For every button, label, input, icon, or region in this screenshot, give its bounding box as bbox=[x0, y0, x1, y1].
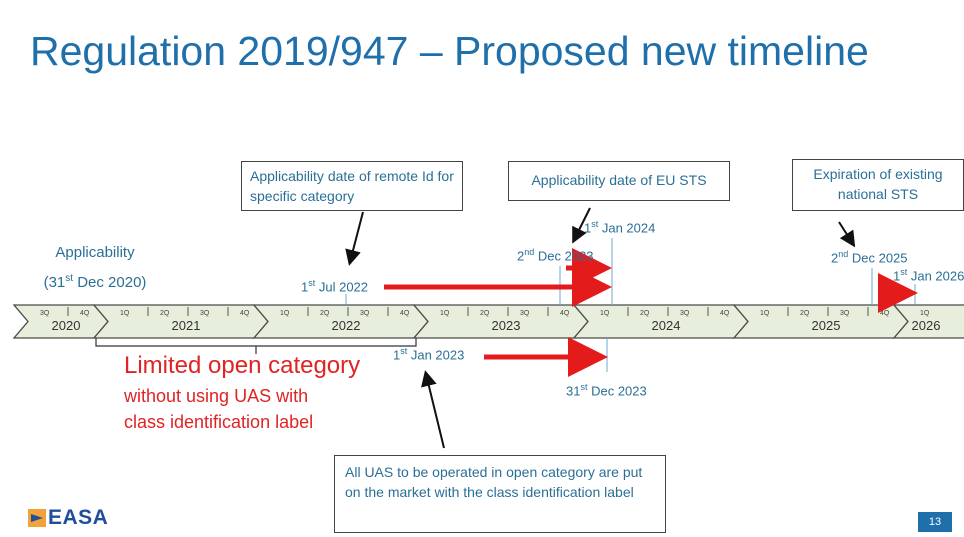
quarter-label: 3Q bbox=[840, 310, 850, 317]
applicability-text: Applicability bbox=[55, 244, 135, 261]
limited-open-brace bbox=[95, 338, 417, 354]
dec2023-31st-label: 31st Dec 2023 bbox=[566, 382, 647, 399]
quarter-label: 2Q bbox=[480, 310, 490, 317]
quarter-label: 3Q bbox=[200, 310, 210, 317]
quarter-label: 1Q bbox=[280, 310, 290, 317]
easa-logo-text: EASA bbox=[48, 506, 109, 529]
quarter-label: 3Q bbox=[360, 310, 370, 317]
year-label-2021: 2021 bbox=[172, 318, 201, 333]
limited-open-line3: class identification label bbox=[124, 412, 314, 432]
quarter-label: 3Q bbox=[520, 310, 530, 317]
year-label-2026: 2026 bbox=[912, 318, 941, 333]
eu-sts-callout: Applicability date of EU STS bbox=[508, 161, 730, 201]
year-label-2020: 2020 bbox=[52, 318, 81, 333]
quarter-label: 1Q bbox=[760, 310, 770, 317]
quarter-label: 2Q bbox=[640, 310, 650, 317]
quarter-label: 2Q bbox=[320, 310, 330, 317]
slide-title: Regulation 2019/947 – Proposed new timel… bbox=[30, 28, 869, 74]
national-sts-pointer bbox=[838, 221, 856, 248]
year-label-2025: 2025 bbox=[812, 318, 841, 333]
applicability-date: (31st Dec 2020) bbox=[43, 273, 147, 291]
jan2026-label: 1st Jan 2026 bbox=[893, 267, 964, 284]
remote-id-pointer bbox=[345, 211, 364, 266]
national-sts-callout: Expiration of existing national STS bbox=[792, 159, 964, 211]
year-label-2022: 2022 bbox=[332, 318, 361, 333]
quarter-label: 4Q bbox=[560, 310, 570, 317]
quarter-label: 1Q bbox=[920, 310, 930, 317]
easa-logo-icon bbox=[28, 509, 46, 527]
quarter-label: 1Q bbox=[600, 310, 610, 317]
easa-logo: EASA bbox=[28, 506, 108, 530]
dec2023-2nd-label: 2nd Dec 2023 bbox=[517, 247, 594, 264]
jul2022-label: 1st Jul 2022 bbox=[301, 278, 369, 295]
quarter-label: 2Q bbox=[800, 310, 810, 317]
quarter-label: 1Q bbox=[440, 310, 450, 317]
quarter-label: 1Q bbox=[120, 310, 130, 317]
year-label-2024: 2024 bbox=[652, 318, 681, 333]
quarter-label: 4Q bbox=[240, 310, 250, 317]
quarter-label: 4Q bbox=[80, 310, 90, 317]
quarter-label: 4Q bbox=[720, 310, 730, 317]
open-category-pointer bbox=[421, 370, 445, 449]
dec2025-label: 2nd Dec 2025 bbox=[831, 249, 908, 266]
quarter-label: 3Q bbox=[680, 310, 690, 317]
quarter-label: 4Q bbox=[400, 310, 410, 317]
limited-open-line2: without using UAS with bbox=[124, 386, 309, 406]
limited-open-heading: Limited open category bbox=[124, 352, 361, 379]
year-label-2023: 2023 bbox=[492, 318, 521, 333]
jan2024-label: 1st Jan 2024 bbox=[584, 219, 656, 236]
year-chevron-2026 bbox=[892, 304, 964, 339]
jan2023-label: 1st Jan 2023 bbox=[393, 346, 465, 363]
quarter-label: 2Q bbox=[160, 310, 170, 317]
remote-id-callout: Applicability date of remote Id for spec… bbox=[241, 161, 463, 211]
eu-sts-pointer bbox=[572, 207, 591, 244]
page-number: 13 bbox=[918, 512, 952, 532]
applicability-label: Applicability (31st Dec 2020) bbox=[36, 240, 154, 296]
quarter-label: 3Q bbox=[40, 310, 50, 317]
open-category-callout: All UAS to be operated in open category … bbox=[334, 455, 666, 533]
quarter-label: 4Q bbox=[880, 310, 890, 317]
